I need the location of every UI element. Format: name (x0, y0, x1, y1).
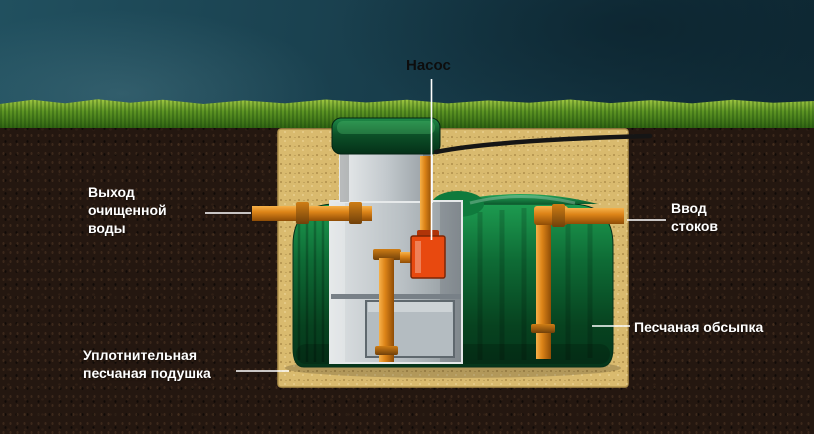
label-cushion: Уплотнительная песчаная подушка (83, 347, 211, 381)
pump-highlight (415, 241, 421, 273)
label-pump: Насос (406, 57, 451, 74)
pump-outlet-pipe (420, 156, 432, 240)
power-cable (433, 133, 653, 155)
pump-body (410, 235, 446, 279)
tank-ribs-left (297, 206, 325, 362)
tank-lid-highlight (337, 121, 435, 134)
outlet-pipe (252, 202, 372, 224)
label-backfill: Песчаная обсыпка (634, 319, 764, 335)
label-outlet: Выход очищенной воды (88, 184, 167, 236)
pump-fitting (400, 252, 413, 263)
inlet-pipe (531, 204, 624, 359)
dome-highlight (469, 195, 576, 205)
sky-background (0, 0, 814, 110)
label-inlet: Ввод стоков (671, 200, 718, 234)
interior-highlight-left (331, 202, 345, 362)
lower-compartment-top-face (368, 302, 452, 312)
pump-assembly (400, 156, 446, 279)
interior-floor-line (331, 294, 461, 299)
neck-shadow-left (340, 149, 349, 202)
internal-riser-pipe (373, 249, 401, 362)
riser-neck (339, 148, 433, 203)
tank-lid (331, 117, 441, 155)
